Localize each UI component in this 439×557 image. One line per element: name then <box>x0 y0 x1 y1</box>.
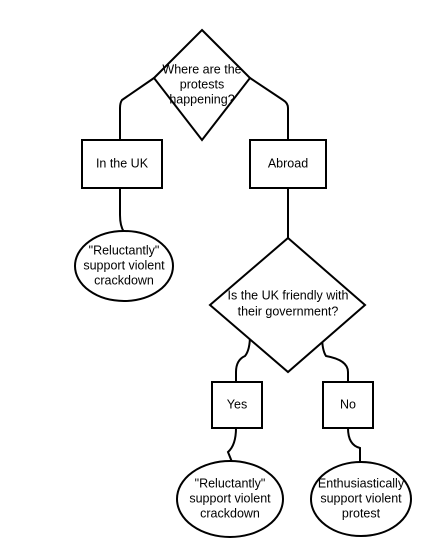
connector-friendly-to-no <box>321 334 349 382</box>
outcome-uk-crackdown-line-2: support violent <box>83 258 165 272</box>
connector-location-to-abroad <box>249 77 289 140</box>
outcome-no-protest-line-2: support violent <box>320 491 402 505</box>
outcome-yes-crackdown-line-1: "Reluctantly" <box>195 476 266 490</box>
option-in-the-uk-label: In the UK <box>96 156 149 170</box>
outcome-uk-crackdown-line-1: "Reluctantly" <box>89 243 160 257</box>
connector-yes-to-outcome <box>226 427 237 463</box>
outcome-yes-crackdown-line-2: support violent <box>189 491 271 505</box>
option-abroad-label: Abroad <box>268 156 308 170</box>
option-in-the-uk: In the UK <box>81 139 163 189</box>
outcome-yes-crackdown-line-3: crackdown <box>200 506 260 520</box>
outcome-yes-crackdown: "Reluctantly" support violent crackdown <box>176 460 284 538</box>
outcome-no-protest-line-3: protest <box>342 506 381 520</box>
outcome-uk-crackdown: "Reluctantly" support violent crackdown <box>74 230 174 302</box>
option-no-label: No <box>340 397 356 411</box>
option-yes-label: Yes <box>227 397 247 411</box>
connector-no-to-outcome <box>347 427 361 462</box>
decision-uk-friendly-line-1: Is the UK friendly with <box>228 288 349 302</box>
outcome-no-protest: Enthusiastically support violent protest <box>310 461 412 537</box>
outcome-uk-crackdown-line-3: crackdown <box>94 273 154 287</box>
decision-protest-location-line-2: protests <box>180 77 224 91</box>
option-yes: Yes <box>211 381 263 429</box>
decision-uk-friendly-line-2: their government? <box>238 304 339 318</box>
connector-location-to-uk <box>119 77 155 140</box>
decision-uk-friendly: Is the UK friendly with their government… <box>208 236 367 374</box>
connector-friendly-to-yes <box>235 334 251 382</box>
decision-protest-location: Where are the protests happening? <box>152 28 252 142</box>
connectors <box>119 77 361 463</box>
connector-uk-to-outcome <box>119 188 125 233</box>
decision-protest-location-line-1: Where are the <box>162 62 241 76</box>
decision-protest-location-line-3: happening? <box>169 92 234 106</box>
option-abroad: Abroad <box>249 139 327 189</box>
option-no: No <box>322 381 374 429</box>
outcome-no-protest-line-1: Enthusiastically <box>318 476 405 490</box>
